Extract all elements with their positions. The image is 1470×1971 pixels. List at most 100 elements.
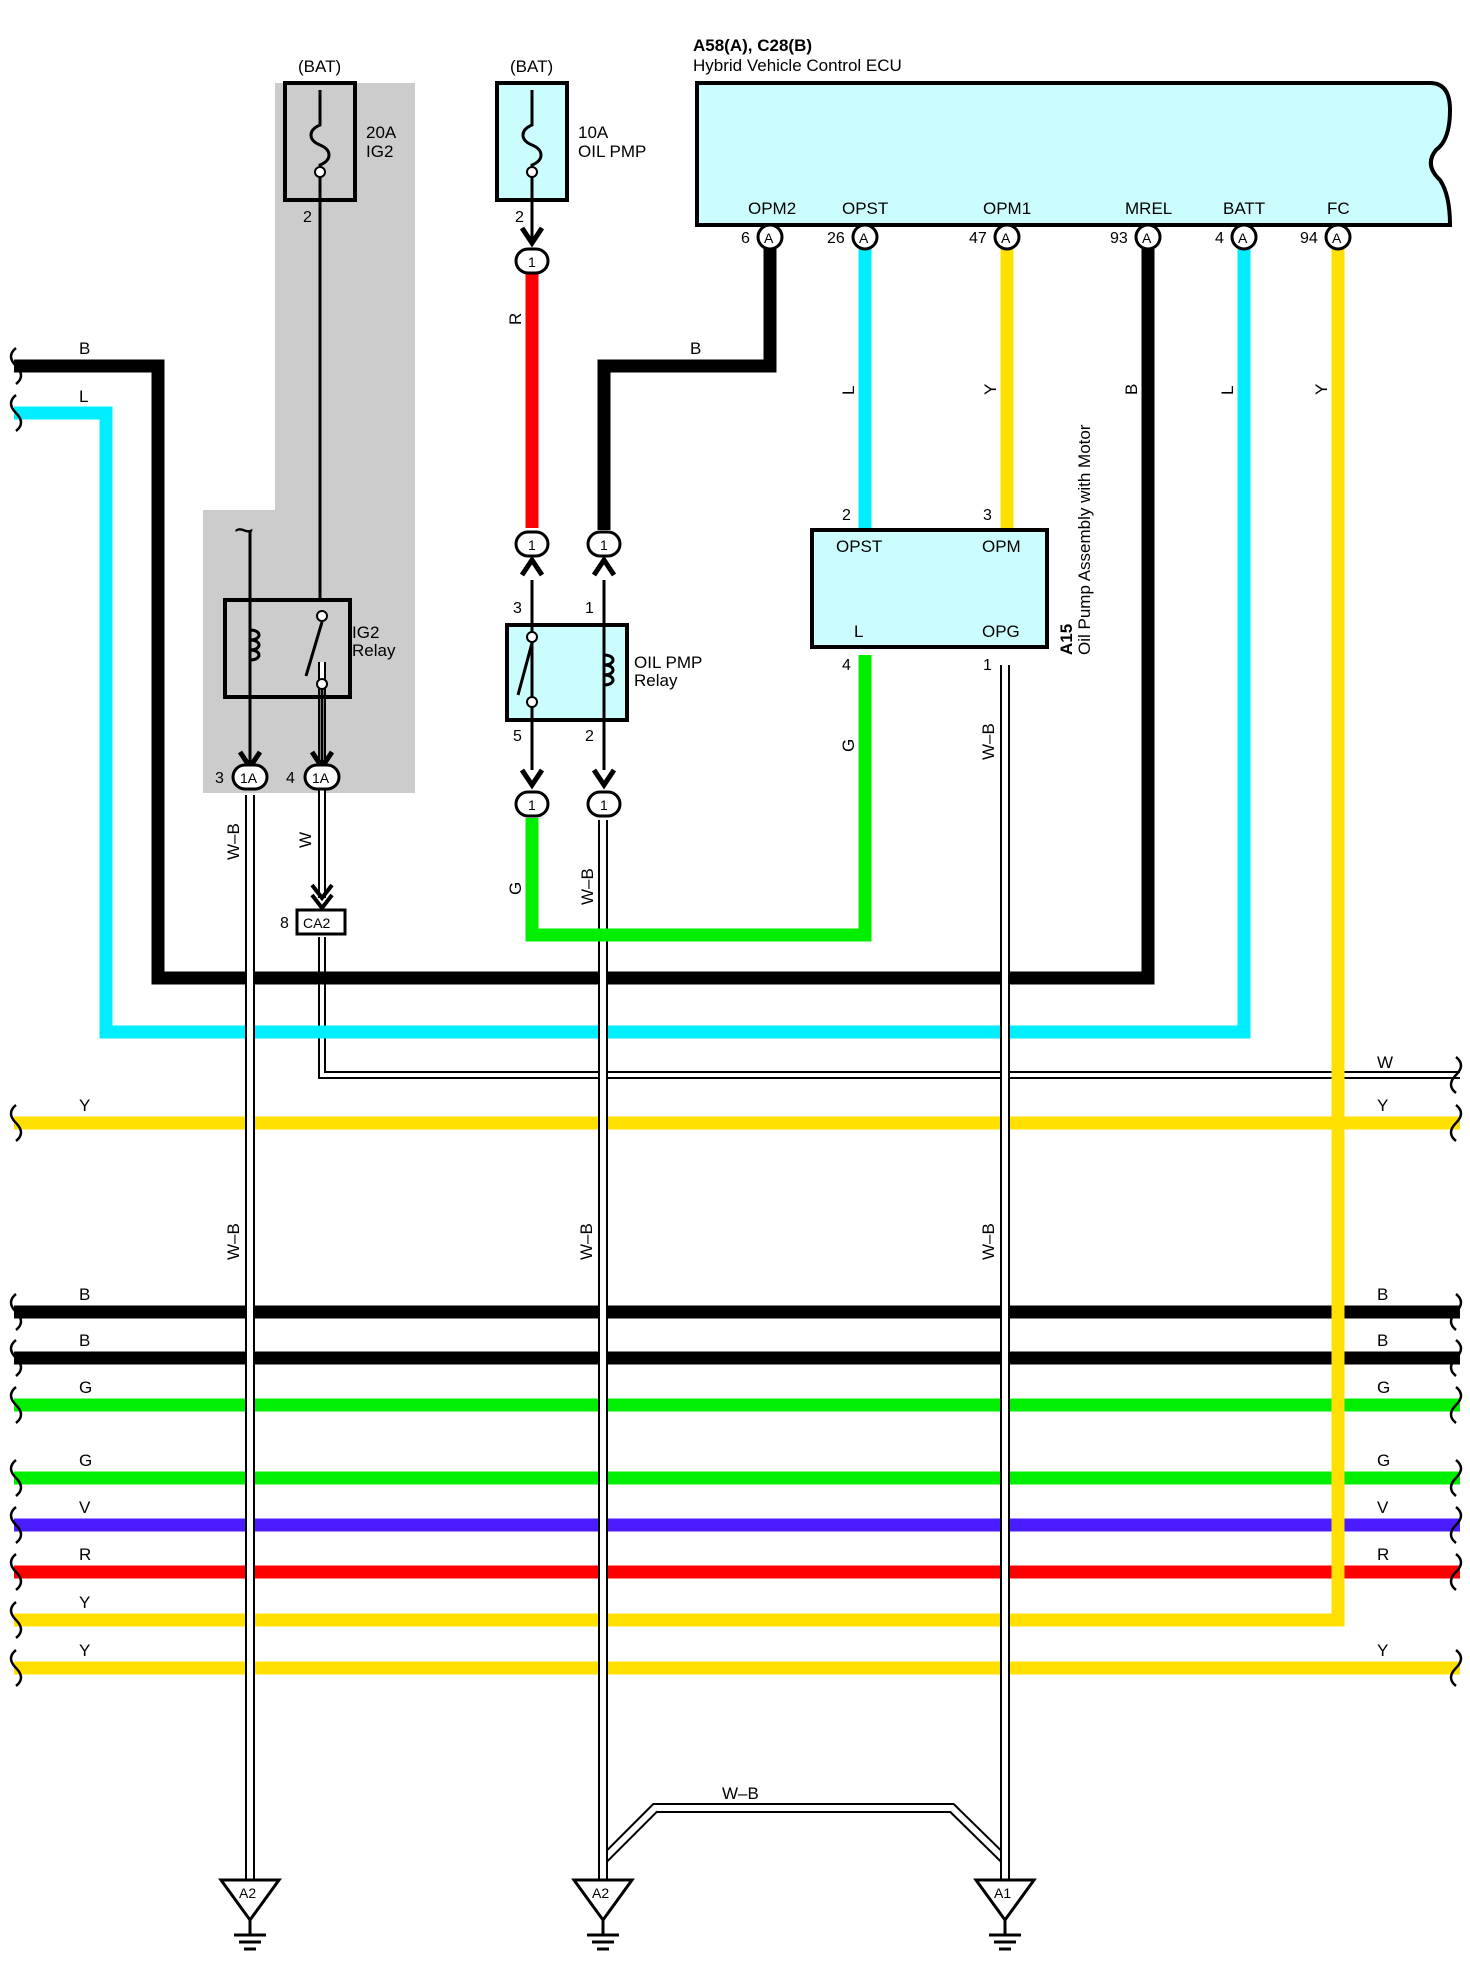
ecu-name: Hybrid Vehicle Control ECU (693, 56, 902, 75)
bus-label-right: V (1377, 1498, 1389, 1517)
pin-number: 4 (286, 770, 295, 787)
ground-label: A1 (994, 1885, 1011, 1901)
label-y-fc: Y (1312, 384, 1331, 395)
ground-label: A2 (239, 1885, 256, 1901)
fuse-rating: 10A (578, 123, 609, 142)
ecu-terminal-opm2: OPM2 (748, 199, 796, 218)
ecu-code: A58(A), C28(B) (693, 36, 812, 55)
bus-label-left: B (79, 1331, 90, 1350)
pin-conn-letter: A (1001, 230, 1011, 246)
label-wb-mid-1: W–B (224, 1223, 243, 1260)
ecu-terminal-opst: OPST (842, 199, 888, 218)
bus-label-right: Y (1377, 1096, 1388, 1115)
fuse-source: (BAT) (298, 57, 341, 76)
ecu-pin-fc: 94 A (1300, 223, 1352, 251)
label-wb-mid-2: W–B (577, 1223, 596, 1260)
fuse-name: IG2 (366, 142, 393, 161)
pin-conn-letter: A (1142, 230, 1152, 246)
bus-label-left: G (79, 1378, 92, 1397)
pump-pin-2: 2 (842, 507, 851, 524)
pump-code: A15 (1057, 624, 1076, 655)
connector-label: 1 (600, 797, 608, 813)
label-w-right: W (1377, 1053, 1393, 1072)
pump-pin-1: 1 (983, 657, 992, 674)
label-g-relay: G (506, 882, 525, 895)
connector-1-g-out: 1 (514, 768, 550, 818)
pin-number: 8 (280, 915, 289, 932)
pump-terminal-l: L (854, 622, 863, 641)
inline-connectors: 1 1 1 1 1 (514, 247, 622, 818)
pump-terminal-opg: OPG (982, 622, 1020, 641)
relay-pin-3: 3 (513, 600, 522, 617)
relay-pin-3: 3 1A (215, 763, 269, 791)
label-l-batt: L (1218, 386, 1237, 395)
bus-label-left: R (79, 1545, 91, 1564)
label-w-ig2: W (296, 832, 315, 848)
pin-number: 47 (969, 230, 987, 247)
ecu-pin-opm1: 47 A (969, 223, 1021, 251)
bus-label-right: G (1377, 1451, 1390, 1470)
pin-number: 6 (741, 230, 750, 247)
ecu-pin-mrel: 93 A (1110, 223, 1162, 251)
fuse-pin: 2 (515, 209, 524, 226)
relay-name-2: Relay (634, 671, 678, 690)
wire-l-batt (14, 240, 1251, 1039)
fuse-pin: 2 (303, 209, 312, 226)
relay-ig2: ~ IG2 Relay 3 1A 4 1A (215, 512, 396, 791)
ecu-terminal-mrel: MREL (1125, 199, 1172, 218)
connector-label: 1A (240, 770, 258, 786)
ecu-terminal-batt: BATT (1223, 199, 1265, 218)
connector-1-wb-out: 1 (586, 768, 622, 818)
pump-pin-4: 4 (842, 657, 851, 674)
bus-label-left: Y (79, 1096, 90, 1115)
label-r: R (506, 313, 525, 325)
pin-number: 93 (1110, 230, 1128, 247)
label-l-left: L (79, 387, 88, 406)
bus-label-left: B (79, 1285, 90, 1304)
ground-a2-mid: A2 (571, 1878, 635, 1951)
relay-name-2: Relay (352, 641, 396, 660)
wires (14, 230, 1460, 1900)
label-b-left: B (79, 339, 90, 358)
fuse-name: OIL PMP (578, 142, 646, 161)
pin-conn-letter: A (1238, 230, 1248, 246)
connector-ca2: CA2 8 (280, 883, 347, 936)
connector-1-b-relay: 1 (586, 530, 622, 577)
connector-label: CA2 (303, 915, 330, 931)
connector-label: 1 (528, 797, 536, 813)
wire-break-marks (9, 347, 1463, 1687)
wire-labels: B L B R L Y B L Y G W–B W–B W G W–B W W–… (79, 313, 1393, 1803)
label-b-opm2: B (690, 339, 701, 358)
label-wb-link: W–B (722, 1784, 759, 1803)
bus-label-left: G (79, 1451, 92, 1470)
connector-label: 1 (528, 254, 536, 270)
bus-label-right: B (1377, 1285, 1388, 1304)
bus-label-left: Y (79, 1641, 90, 1660)
oil-pump-assembly: OPST OPM L OPG 2 3 4 1 A15 Oil Pump Asse… (810, 424, 1094, 674)
label-wb-ig2: W–B (224, 823, 243, 860)
ground-a1: A1 (973, 1878, 1037, 1951)
wire-w (318, 662, 1460, 1079)
wire-g-pump (525, 655, 872, 942)
fuse-source: (BAT) (510, 57, 553, 76)
pump-terminal-opm: OPM (982, 537, 1021, 556)
fuse-rating: 20A (366, 123, 397, 142)
bus-label-left: Y (79, 1593, 90, 1612)
ground-label: A2 (592, 1885, 609, 1901)
connector-label: 1 (600, 537, 608, 553)
pin-number: 94 (1300, 230, 1318, 247)
ecu-pin-batt: 4 A (1215, 223, 1258, 251)
ecu-box (695, 81, 1453, 227)
relay-pin-1: 1 (585, 600, 594, 617)
connector-1-fuse-out: 1 (514, 247, 550, 275)
pin-number: 3 (215, 770, 224, 787)
pump-pin-3: 3 (983, 507, 992, 524)
label-wb-mid-3: W–B (979, 1223, 998, 1260)
label-wb-pump: W–B (979, 723, 998, 760)
label-g-pump: G (839, 739, 858, 752)
connector-1-r-relay: 1 (514, 530, 550, 577)
bus-label-right: G (1377, 1378, 1390, 1397)
connector-label: 1 (528, 537, 536, 553)
wire-b-mrel (14, 230, 1155, 985)
